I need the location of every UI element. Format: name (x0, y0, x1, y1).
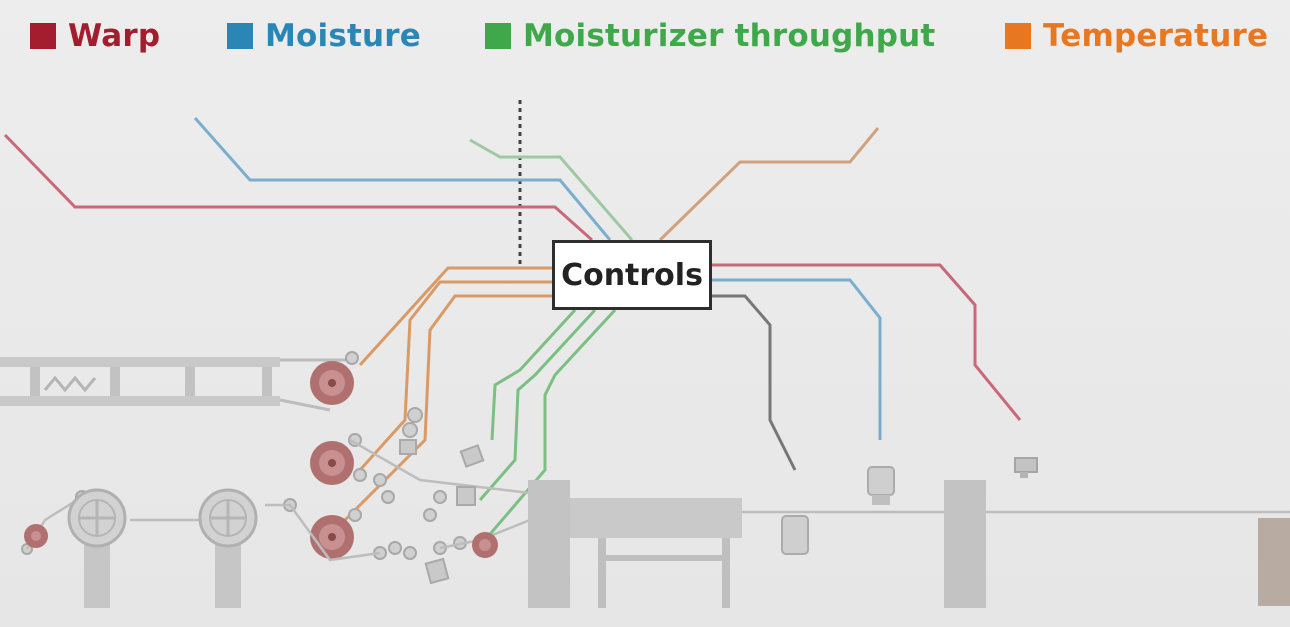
heated-roll-3 (310, 515, 354, 559)
warp-output-line (712, 263, 1022, 421)
controls-box: Controls (552, 240, 712, 310)
inline-sensors (399, 439, 485, 585)
temperature-line-roll-1 (358, 266, 552, 367)
lower-sensor-head (781, 515, 809, 555)
conveyor-frame (0, 357, 350, 412)
temperature-line-roll-2 (358, 280, 552, 472)
legend: Warp Moisture Moisturizer throughput Tem… (0, 14, 1290, 58)
cutter-stand (944, 480, 986, 608)
heated-roll-1 (310, 361, 354, 405)
moisture-sensor-head (867, 466, 895, 505)
moisture-output-line (712, 278, 882, 440)
warp-camera-icon (1014, 457, 1038, 478)
moisture-input-line (193, 117, 612, 241)
legend-label-moisturizer-throughput: Moisturizer throughput (523, 18, 936, 54)
unwind-stand-2 (198, 488, 258, 608)
controls-label: Controls (561, 257, 703, 293)
stacker-unit (1258, 518, 1290, 606)
legend-item-moisturizer-throughput: Moisturizer throughput (485, 14, 935, 58)
temperature-swatch-icon (1005, 23, 1031, 49)
moisture-swatch-icon (227, 23, 253, 49)
unwind-stand-1 (67, 488, 127, 608)
legend-item-temperature: Temperature (1005, 14, 1268, 58)
feed-roll (24, 524, 48, 548)
moisturizer-line-2 (478, 308, 597, 501)
sensor-output-line (712, 294, 797, 471)
warp-input-line (3, 133, 593, 242)
legend-label-warp: Warp (68, 18, 161, 54)
legend-item-moisture: Moisture (227, 14, 421, 58)
moisturizer-swatch-icon (485, 23, 511, 49)
legend-label-temperature: Temperature (1043, 18, 1269, 54)
warp-swatch-icon (30, 23, 56, 49)
legend-item-warp: Warp (30, 14, 160, 58)
moisturizer-line-1 (490, 308, 577, 441)
moisturizer-roll (472, 532, 498, 558)
main-press (528, 480, 742, 608)
legend-label-moisture: Moisture (265, 18, 422, 54)
temperature-input-line (658, 127, 880, 242)
moisturizer-input-line (469, 138, 634, 241)
heated-roll-2 (310, 441, 354, 485)
temperature-line-roll-3 (343, 294, 552, 522)
